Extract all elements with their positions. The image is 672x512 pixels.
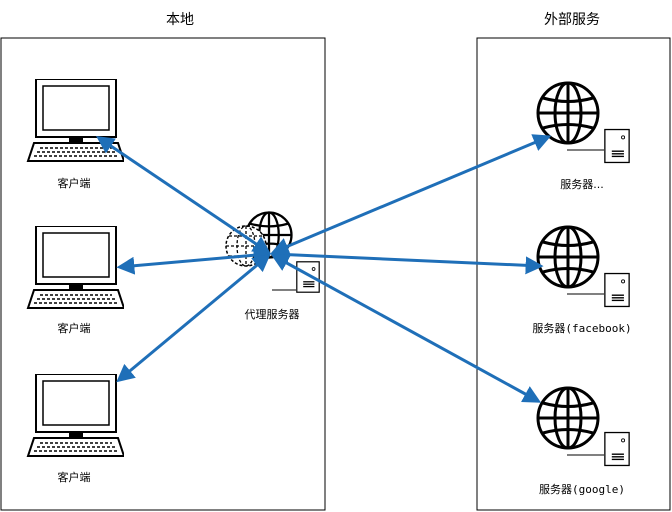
server-box-icon	[604, 431, 630, 467]
computer-monitor-icon	[27, 226, 124, 309]
client-top: 客户端	[27, 79, 124, 190]
server-bottom-label: 服务器(google)	[539, 483, 625, 496]
server-top: 服务器...	[536, 81, 630, 191]
client-bottom: 客户端	[27, 374, 124, 484]
computer-monitor-icon	[27, 374, 124, 457]
server-box-icon	[604, 128, 630, 164]
local-region-title: 本地	[166, 12, 194, 28]
globe-icon	[536, 225, 600, 289]
client-middle: 客户端	[27, 226, 124, 335]
server-middle: 服务器(facebook)	[532, 225, 632, 335]
server-box-icon	[604, 272, 630, 308]
external-region-title: 外部服务	[544, 12, 600, 28]
proxy-server: 代理服务器	[225, 211, 320, 321]
server-top-label: 服务器...	[560, 178, 604, 191]
arrow-proxy-server-top	[270, 134, 552, 255]
arrow-proxy-server-bottom	[270, 254, 542, 403]
arrow-proxy-client-top	[96, 135, 271, 255]
server-bottom: 服务器(google)	[536, 386, 630, 496]
globe-icon	[536, 386, 600, 450]
proxy-label: 代理服务器	[245, 308, 300, 321]
server-box-icon	[296, 261, 320, 293]
server-middle-label: 服务器(facebook)	[532, 322, 631, 335]
computer-monitor-icon	[27, 79, 124, 162]
globe-icon	[536, 81, 600, 145]
client-bottom-label: 客户端	[58, 470, 91, 484]
client-middle-label: 客户端	[58, 321, 91, 335]
arrow-proxy-client-bottom	[116, 253, 271, 383]
client-top-label: 客户端	[58, 176, 91, 190]
